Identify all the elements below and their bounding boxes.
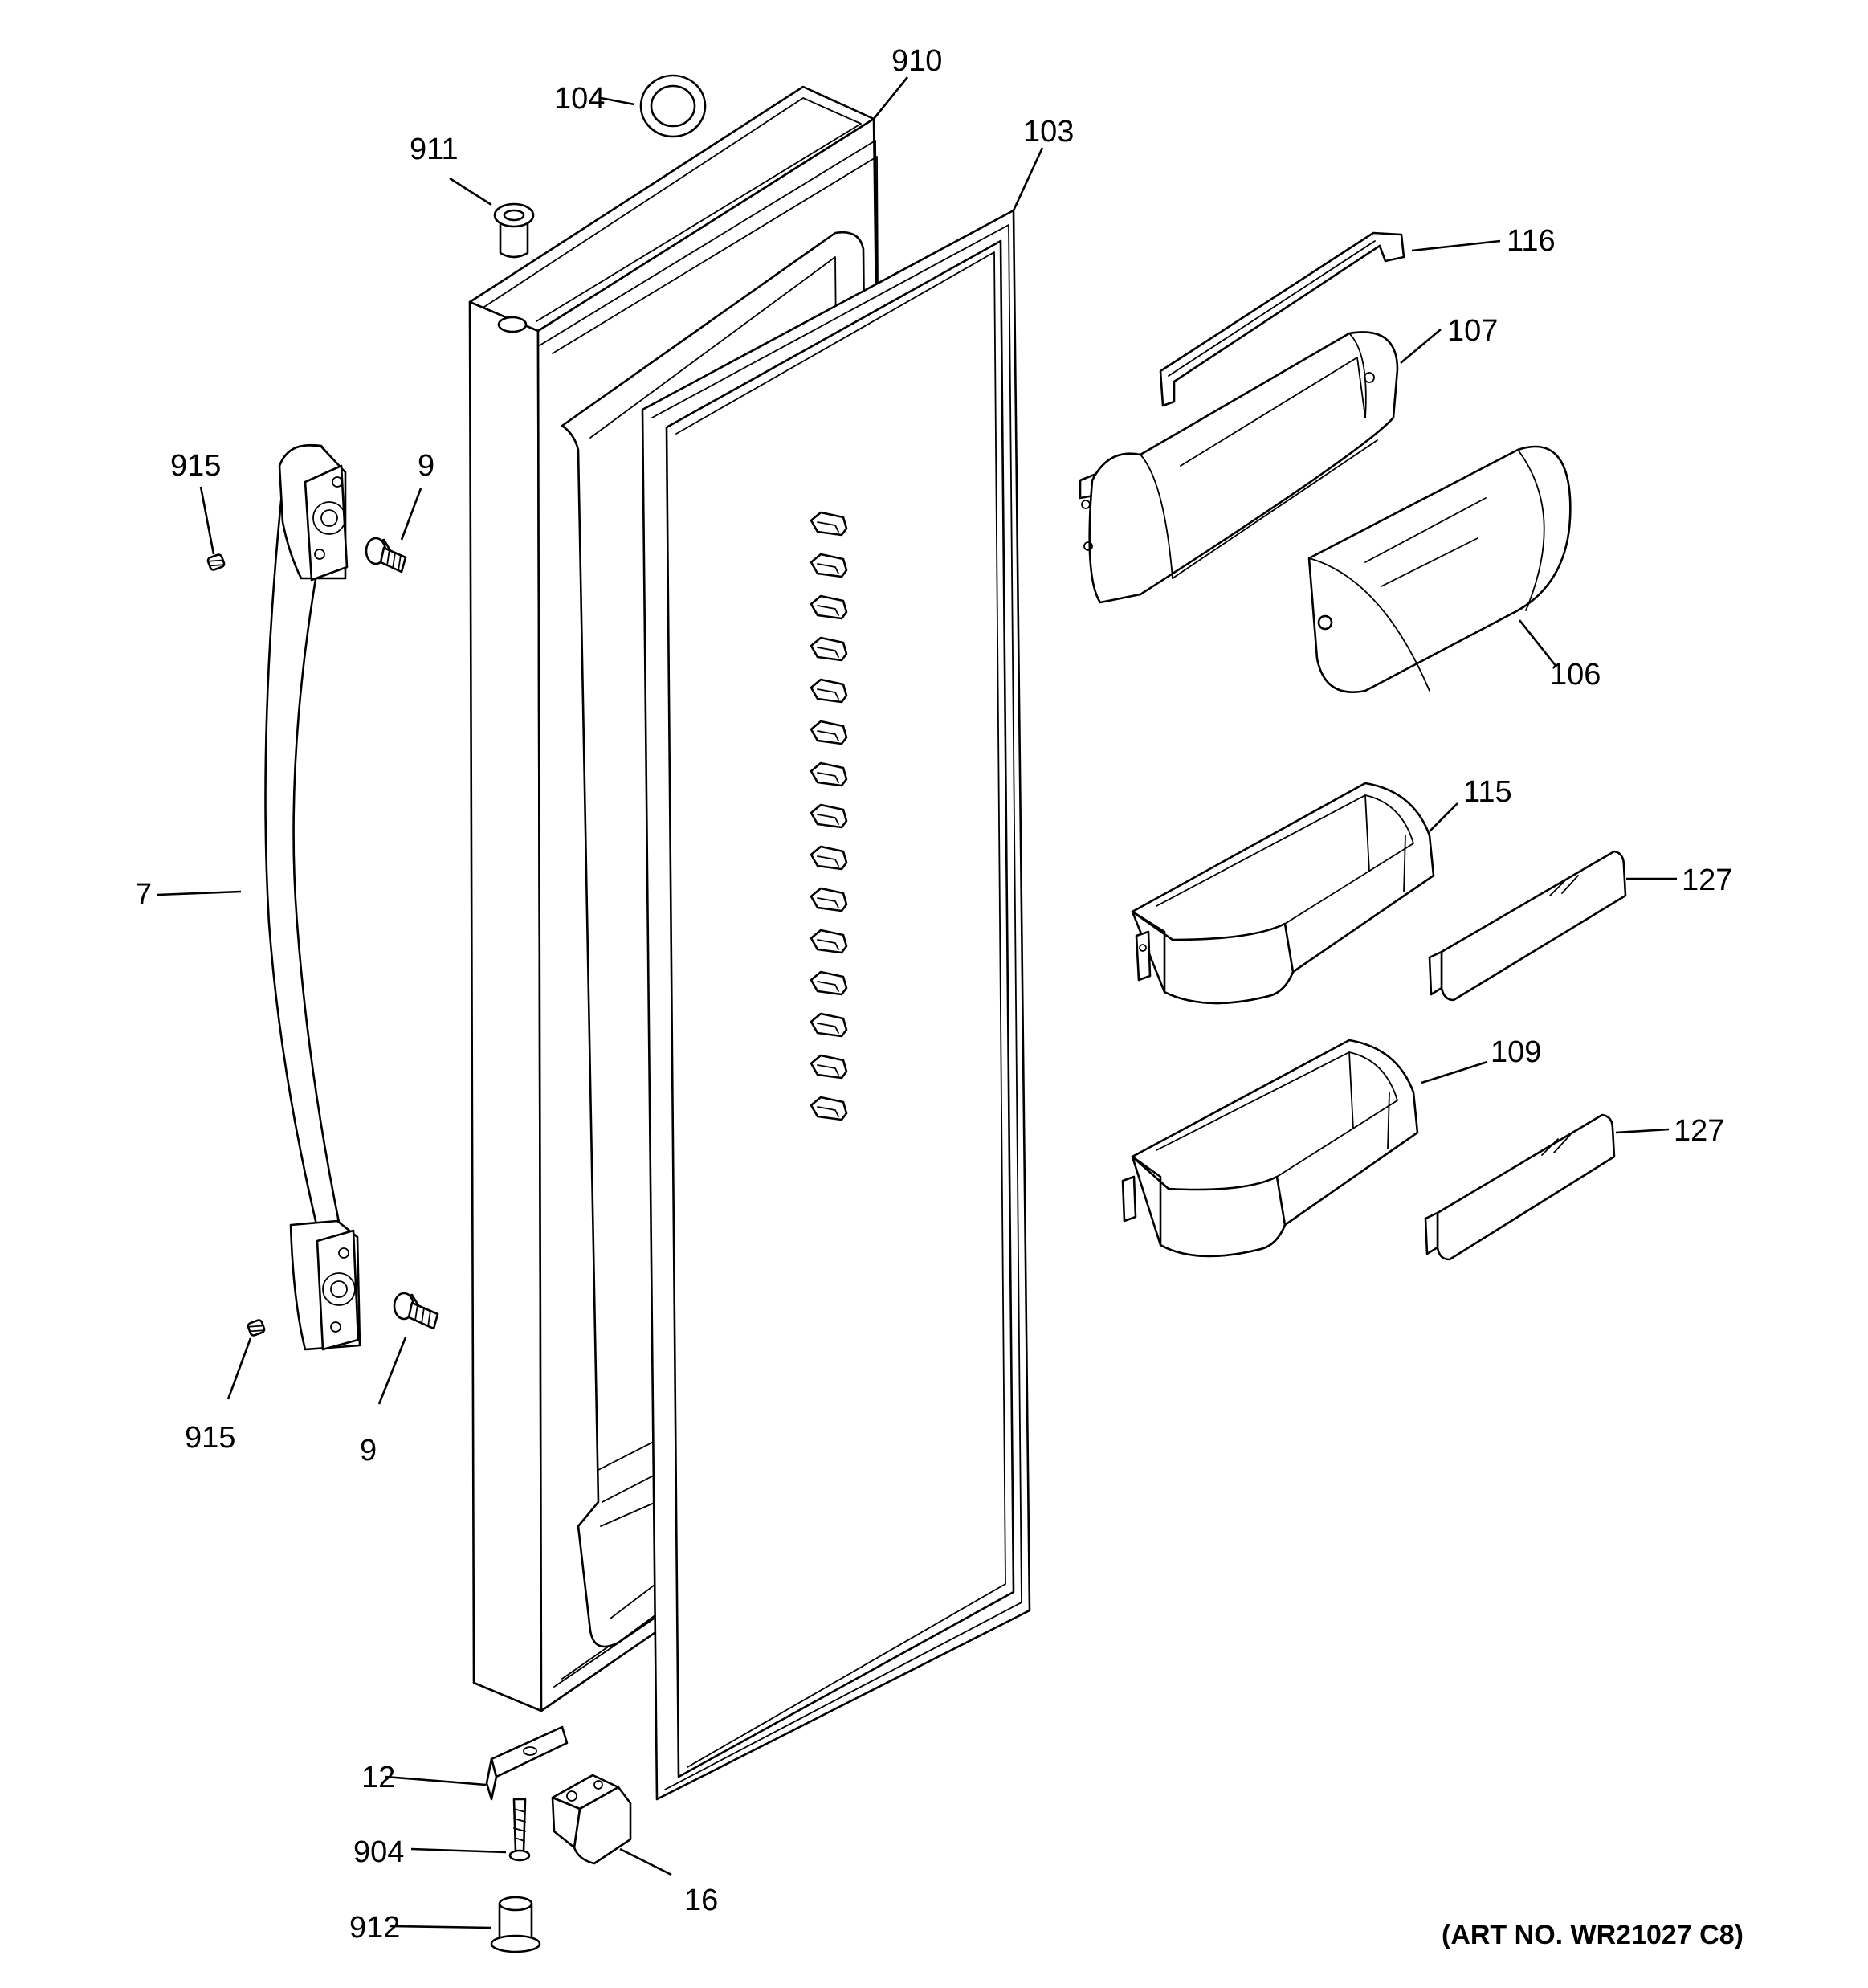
mounting-stud-lower — [393, 1292, 439, 1330]
callout-12: 12 — [361, 1761, 395, 1794]
bottom-hinge-16 — [551, 1774, 632, 1865]
door-gasket — [641, 209, 1031, 1801]
door-handle — [264, 443, 361, 1351]
callout-106: 106 — [1550, 658, 1601, 692]
set-screw-upper — [206, 553, 226, 571]
callout-9-upper: 9 — [418, 449, 434, 483]
callout-16: 16 — [684, 1884, 718, 1917]
screw-904 — [508, 1798, 531, 1862]
callout-910: 910 — [891, 44, 942, 78]
callout-127-upper: 127 — [1682, 863, 1732, 897]
bin-rail-116 — [1159, 231, 1405, 407]
art-number: (ART NO. WR21027 C8) — [1442, 1920, 1744, 1950]
cap-ring-104 — [639, 74, 707, 138]
set-screw-lower — [247, 1319, 266, 1337]
hinge-bracket-12 — [485, 1725, 569, 1801]
callout-103: 103 — [1023, 115, 1074, 149]
callout-labels: 104 910 911 103 116 107 915 9 106 115 12… — [135, 44, 1732, 1945]
callout-915-upper: 915 — [170, 449, 221, 483]
callout-127-lower: 127 — [1674, 1114, 1724, 1148]
callout-911: 911 — [410, 133, 459, 166]
callout-116: 116 — [1507, 224, 1556, 258]
hinge-bushing-912 — [490, 1896, 541, 1953]
mounting-stud-upper — [365, 537, 407, 574]
callout-104: 104 — [554, 82, 605, 116]
callout-107: 107 — [1447, 314, 1498, 348]
leader-lines — [157, 76, 1677, 1929]
callout-109: 109 — [1491, 1035, 1541, 1069]
bin-cover-127-lower — [1424, 1113, 1616, 1261]
door-bin-109 — [1121, 1039, 1419, 1258]
callout-115: 115 — [1463, 775, 1512, 809]
bin-cover-127-upper — [1428, 850, 1627, 1002]
callout-912: 912 — [349, 1911, 400, 1945]
callout-904: 904 — [353, 1835, 404, 1869]
bin-cover-106 — [1307, 445, 1572, 693]
callout-7: 7 — [135, 878, 152, 912]
door-bin-107 — [1079, 331, 1399, 604]
shelf-clips — [810, 511, 848, 1121]
door-bin-115 — [1131, 782, 1435, 1005]
hinge-bushing-911 — [493, 202, 535, 259]
callout-915-lower: 915 — [185, 1421, 235, 1455]
callout-9-lower: 9 — [360, 1434, 377, 1468]
